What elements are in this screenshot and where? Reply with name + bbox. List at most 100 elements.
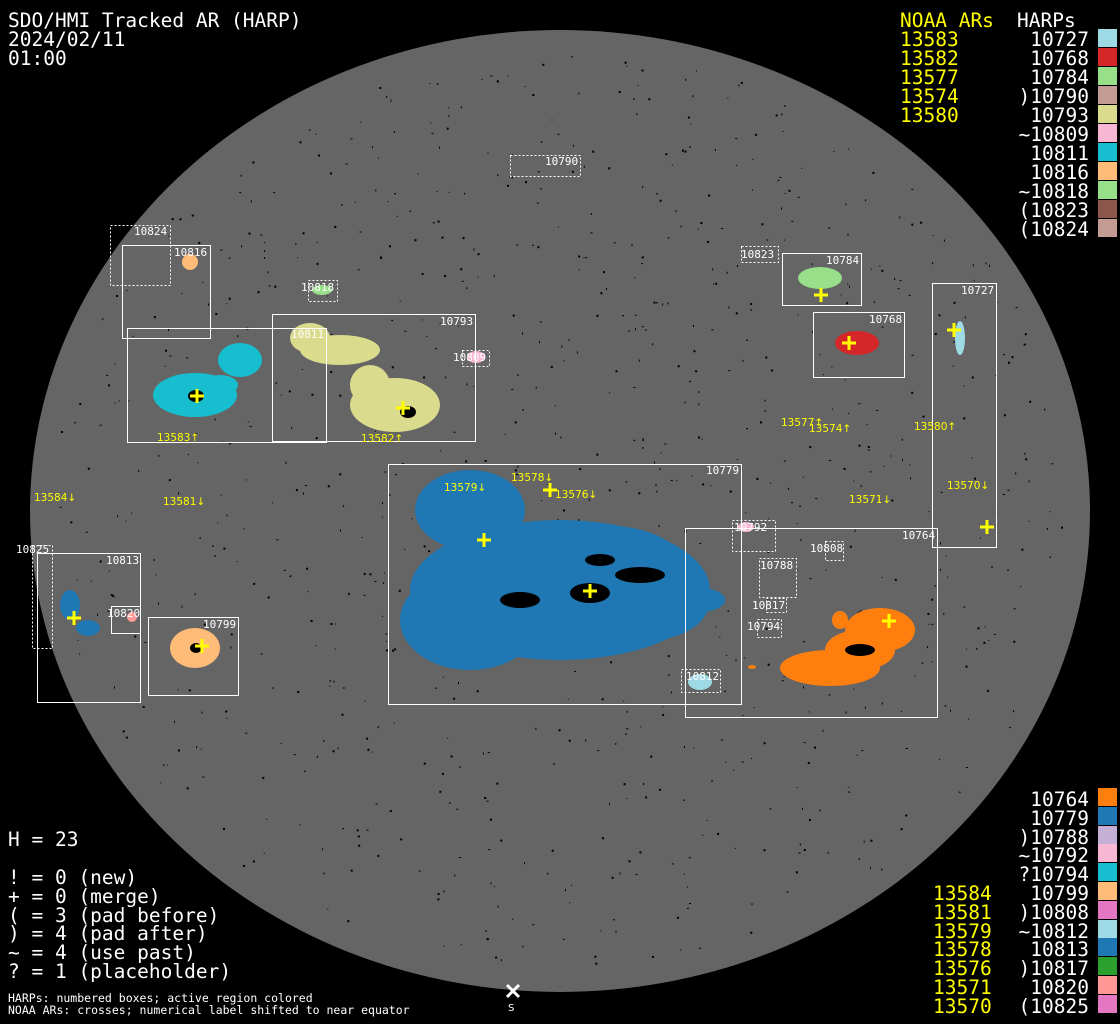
noaa-legend-item: 13579 [933,919,992,943]
harp-color-swatch [1098,67,1117,85]
magnetic-speck [655,483,657,486]
magnetic-speck [1008,361,1010,364]
active-region [798,267,842,289]
noaa-region-label: 13571↓ [849,494,891,506]
magnetic-speck [682,149,684,152]
magnetic-speck [576,351,578,354]
magnetic-speck [458,857,461,858]
magnetic-speck [460,268,463,271]
magnetic-speck [391,319,394,321]
magnetic-speck [665,153,668,156]
noaa-cross-marker [980,520,994,534]
magnetic-speck [97,613,98,616]
magnetic-speck [482,752,484,755]
magnetic-speck [316,755,318,758]
magnetic-speck [297,257,299,259]
magnetic-speck [735,312,738,315]
magnetic-speck [802,641,805,643]
magnetic-speck [615,370,618,373]
magnetic-speck [585,739,587,742]
magnetic-speck [108,384,110,387]
magnetic-speck [334,648,336,650]
magnetic-speck [188,689,191,692]
magnetic-speck [132,335,134,337]
magnetic-speck [726,271,728,274]
magnetic-speck [268,285,271,287]
magnetic-speck [600,292,603,295]
magnetic-speck [308,129,311,131]
magnetic-speck [664,443,667,445]
magnetic-speck [869,471,872,473]
magnetic-speck [262,776,265,779]
magnetic-speck [844,379,846,381]
noaa-legend-item: 13582 [900,47,959,70]
south-pole-x-icon [505,983,521,999]
magnetic-speck [357,835,360,838]
status-count-line: ) = 4 (pad after) [8,922,208,946]
magnetic-speck [423,376,425,379]
magnetic-speck [315,437,318,440]
magnetic-speck [371,146,373,149]
magnetic-speck [783,460,786,462]
magnetic-speck [623,700,625,702]
status-count-line: + = 0 (merge) [8,884,161,908]
magnetic-speck [1007,569,1010,571]
magnetic-speck [343,505,345,508]
magnetic-speck [486,938,489,941]
sunspot-core [500,592,540,608]
magnetic-speck [99,424,102,426]
magnetic-speck [473,386,475,387]
magnetic-speck [327,485,330,488]
magnetic-speck [950,709,951,712]
magnetic-speck [578,519,580,521]
magnetic-speck [611,876,614,879]
magnetic-speck [490,882,492,885]
magnetic-speck [715,282,718,285]
magnetic-speck [1015,307,1018,309]
magnetic-speck [606,288,607,291]
noaa-legend-item: 13578 [933,938,992,962]
magnetic-speck [928,623,930,625]
magnetic-speck [689,903,691,904]
magnetic-speck [825,569,827,571]
magnetic-speck [845,711,847,714]
magnetic-speck [625,481,628,483]
magnetic-speck [894,578,897,581]
magnetic-speck [677,365,680,368]
magnetic-speck [742,359,744,362]
magnetic-speck [939,568,941,571]
magnetic-speck [230,646,232,649]
magnetic-speck [560,436,562,439]
magnetic-speck [596,453,599,456]
magnetic-speck [686,886,688,888]
magnetic-speck [350,869,353,872]
magnetic-speck [750,303,753,305]
magnetic-speck [798,852,801,854]
magnetic-speck [389,810,392,812]
magnetic-speck [321,848,323,851]
magnetic-speck [240,174,242,177]
active-region [182,254,198,270]
harp-color-swatch [1098,219,1117,237]
magnetic-speck [326,295,328,297]
harp-legend-item: 10813 [1030,938,1089,962]
magnetic-speck [983,641,986,644]
magnetic-speck [843,468,846,470]
magnetic-speck [771,369,774,372]
magnetic-speck [398,589,401,592]
magnetic-speck [740,81,743,84]
magnetic-speck [128,400,130,402]
active-region-patch [127,612,137,622]
magnetic-speck [652,343,654,346]
magnetic-speck [243,864,246,867]
magnetic-speck [725,761,727,763]
magnetic-speck [642,439,645,441]
magnetic-speck [187,454,189,455]
magnetic-speck [212,545,214,547]
magnetic-speck [865,199,867,202]
status-count-line: ! = 0 (new) [8,866,138,889]
harp-box-label: 10799 [203,618,236,631]
magnetic-speck [514,421,517,424]
magnetic-speck [597,750,600,752]
magnetic-speck [753,707,755,709]
